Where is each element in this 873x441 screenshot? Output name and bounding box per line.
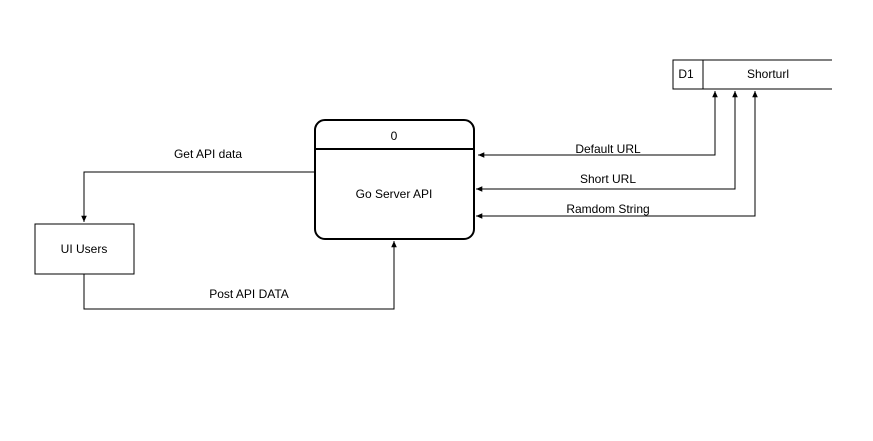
flow-random-string-label: Ramdom String bbox=[566, 202, 649, 216]
flow-random-string[interactable]: Ramdom String bbox=[476, 91, 758, 219]
process-go-server-api[interactable]: 0 Go Server API bbox=[314, 119, 475, 240]
flow-post-api-data-label: Post API DATA bbox=[209, 287, 289, 301]
flow-short-url[interactable]: Short URL bbox=[476, 91, 738, 192]
flow-get-api-data-label: Get API data bbox=[174, 147, 242, 161]
process-number: 0 bbox=[391, 129, 398, 143]
flow-short-url-label: Short URL bbox=[580, 172, 636, 186]
data-store-outline bbox=[672, 59, 832, 90]
flow-default-url-label: Default URL bbox=[575, 142, 641, 156]
flow-post-api-data-line bbox=[83, 241, 397, 310]
flow-default-url[interactable]: Default URL bbox=[478, 91, 718, 158]
flow-random-string-line bbox=[476, 91, 758, 219]
data-store-id: D1 bbox=[678, 67, 694, 81]
process-name: Go Server API bbox=[356, 187, 433, 201]
data-store-name: Shorturl bbox=[747, 67, 789, 81]
external-entity-ui-users[interactable]: UI Users bbox=[34, 223, 135, 275]
entity-name: UI Users bbox=[61, 242, 108, 256]
flow-get-api-data-line bbox=[81, 171, 315, 222]
flow-post-api-data[interactable]: Post API DATA bbox=[83, 241, 397, 310]
flow-get-api-data[interactable]: Get API data bbox=[81, 147, 315, 222]
data-store-shorturl[interactable]: D1 Shorturl bbox=[672, 59, 832, 90]
